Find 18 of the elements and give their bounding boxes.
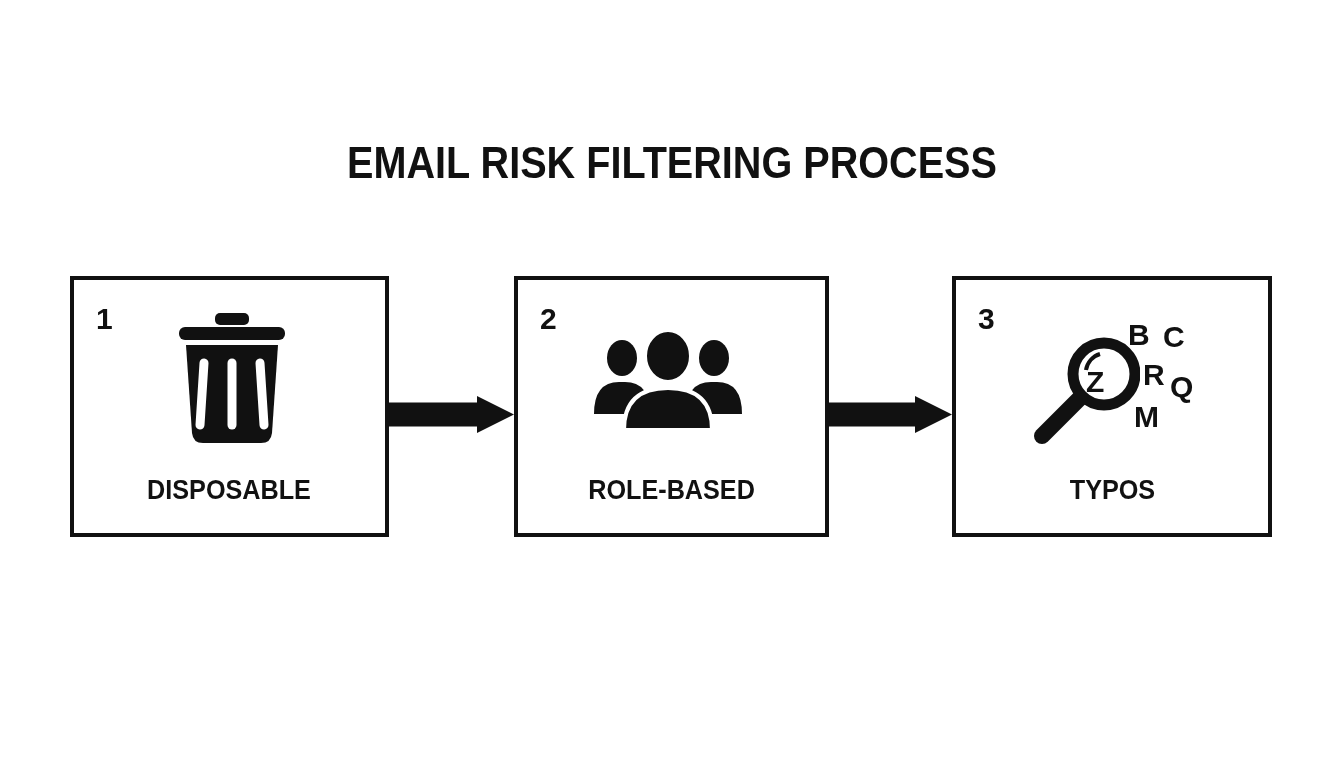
step-number: 1 xyxy=(96,302,113,336)
letter: R xyxy=(1143,360,1165,390)
step-box xyxy=(514,276,829,537)
letter: M xyxy=(1134,402,1159,432)
step-label: ROLE-BASED xyxy=(588,474,755,506)
letter: Z xyxy=(1086,367,1105,397)
step-number: 3 xyxy=(978,302,995,336)
step-label: DISPOSABLE xyxy=(147,474,312,506)
arrow xyxy=(829,395,953,434)
letter: C xyxy=(1163,322,1185,352)
letter: B xyxy=(1128,320,1150,350)
step-box xyxy=(952,276,1272,537)
title: EMAIL RISK FILTERING PROCESS xyxy=(346,138,998,188)
step-label: TYPOS xyxy=(1069,474,1155,506)
step-box xyxy=(70,276,389,537)
letter: Q xyxy=(1170,372,1194,402)
arrow xyxy=(389,395,515,434)
step-number: 2 xyxy=(540,302,557,336)
